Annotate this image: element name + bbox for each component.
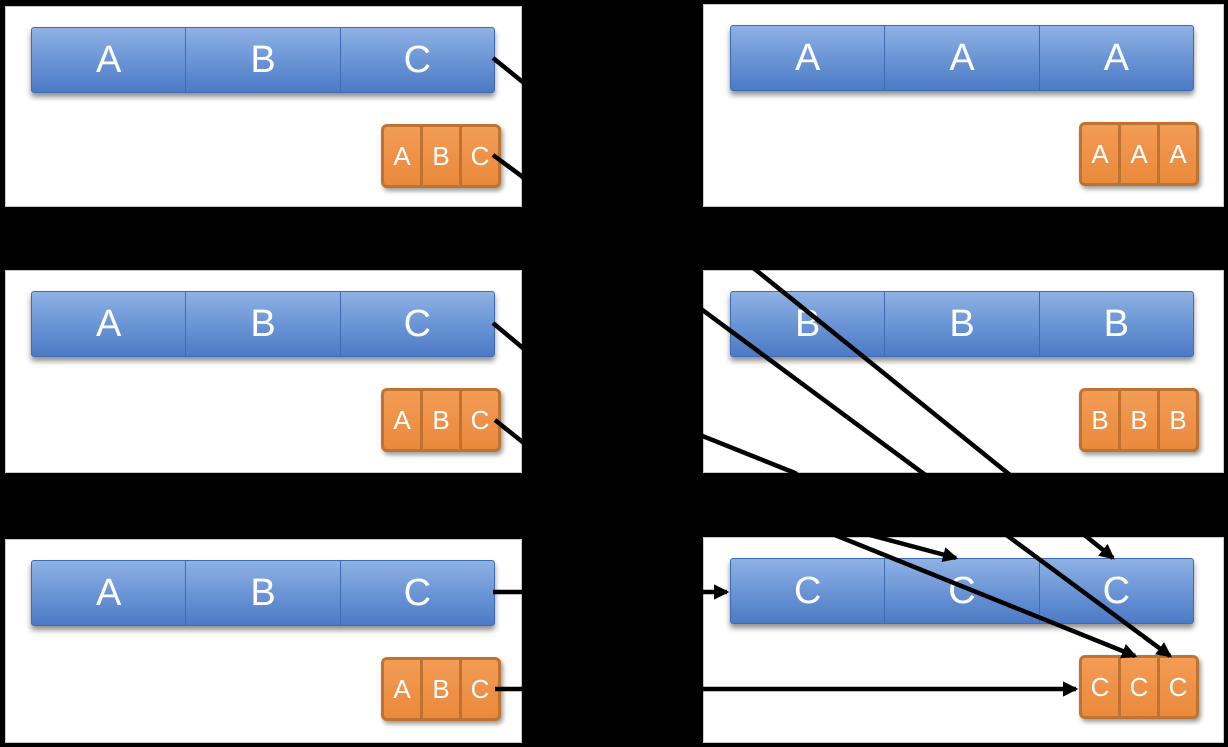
log-slot: C: [730, 558, 886, 624]
queue-cell-label: C: [1129, 672, 1149, 702]
queue-cell: A: [1157, 125, 1196, 183]
queue-cell: C: [459, 127, 498, 185]
queue-cell-label: C: [1168, 672, 1188, 702]
queue-cell: A: [1118, 125, 1157, 183]
log-slot-label: B: [949, 303, 975, 345]
log-slot-label: C: [793, 570, 822, 612]
queue-cell-label: B: [432, 674, 450, 704]
log-slot: A: [31, 560, 187, 626]
log-slot: B: [730, 291, 886, 357]
log-slot-label: A: [1103, 37, 1129, 79]
queue-cell: C: [459, 660, 498, 718]
queue-cell: A: [384, 127, 420, 185]
queue-cell-label: A: [1130, 139, 1148, 169]
log-slot: C: [339, 560, 495, 626]
queue-cell: C: [459, 391, 498, 449]
queue-cell: A: [384, 391, 420, 449]
log-slot-label: B: [250, 39, 276, 81]
log-slot-label: C: [403, 572, 432, 614]
queue-cell-label: A: [393, 141, 411, 171]
queue-cell-label: A: [393, 674, 411, 704]
log-bar-l1: A B C: [31, 27, 495, 93]
queue-cell: C: [1082, 658, 1118, 716]
log-slot: A: [31, 291, 187, 357]
queue-cell-label: C: [470, 405, 490, 435]
log-slot-label: B: [250, 572, 276, 614]
log-slot: C: [884, 558, 1040, 624]
log-slot-label: A: [95, 303, 122, 345]
log-slot-label: A: [95, 39, 122, 81]
queue-cell-label: C: [470, 141, 490, 171]
log-slot: B: [1038, 291, 1194, 357]
queue-cell: B: [1157, 391, 1196, 449]
log-slot: B: [884, 291, 1040, 357]
log-slot: B: [185, 27, 341, 93]
log-slot-label: B: [1103, 303, 1129, 345]
log-bar-l3: A B C: [31, 560, 495, 626]
queue-cell-label: C: [470, 674, 490, 704]
queue-cell-label: A: [1091, 139, 1109, 169]
log-slot-label: A: [95, 572, 122, 614]
queue-cell: A: [384, 660, 420, 718]
log-slot-label: C: [403, 303, 432, 345]
queue-cell-label: C: [1090, 672, 1110, 702]
log-slot: A: [884, 25, 1040, 91]
queue-cell-label: B: [1091, 405, 1109, 435]
queue-cell: A: [1082, 125, 1118, 183]
log-slot: A: [730, 25, 886, 91]
log-slot: B: [185, 560, 341, 626]
queue-cell: B: [420, 127, 459, 185]
queue-cell-label: A: [393, 405, 411, 435]
log-slot: C: [339, 291, 495, 357]
queue-cell-label: B: [1169, 405, 1187, 435]
queue-cell: C: [1157, 658, 1196, 716]
log-slot: A: [31, 27, 187, 93]
queue-cell-label: A: [1169, 139, 1187, 169]
queue-cell-label: B: [432, 141, 450, 171]
log-slot-label: A: [949, 37, 975, 79]
log-slot: C: [1038, 558, 1194, 624]
log-slot-label: C: [1102, 570, 1131, 612]
log-slot-label: A: [794, 37, 821, 79]
log-bar-l2: A B C: [31, 291, 495, 357]
queue-cell: B: [1082, 391, 1118, 449]
log-slot-label: B: [250, 303, 276, 345]
queue-cell-label: B: [432, 405, 450, 435]
queue-cell: B: [1118, 391, 1157, 449]
log-slot-label: C: [948, 570, 976, 612]
queue-cell: B: [420, 660, 459, 718]
log-slot: B: [185, 291, 341, 357]
log-slot: C: [339, 27, 495, 93]
log-slot-label: C: [403, 39, 432, 81]
queue-cell-label: B: [1130, 405, 1148, 435]
queue-cell: C: [1118, 658, 1157, 716]
queue-cell: B: [420, 391, 459, 449]
log-slot-label: B: [794, 303, 821, 345]
log-slot: A: [1038, 25, 1194, 91]
